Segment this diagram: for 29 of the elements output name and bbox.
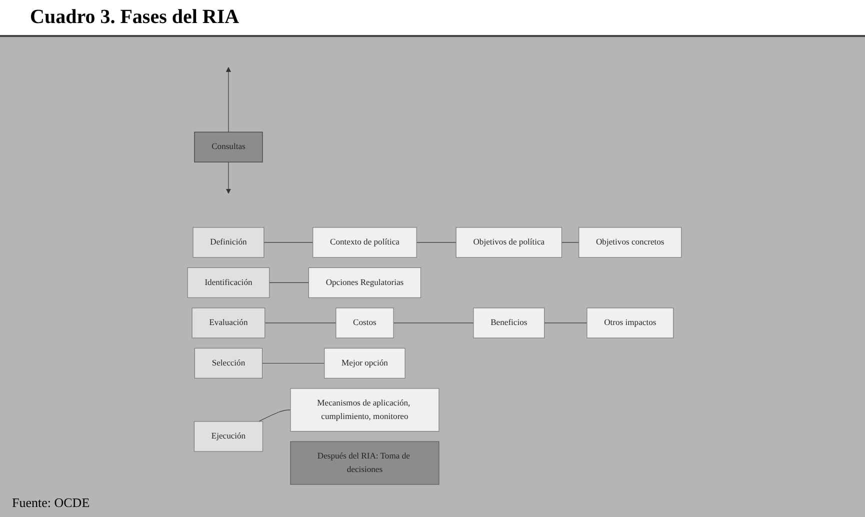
item-box: Objetivos de política [456,227,562,258]
connector-line [269,282,309,283]
source-caption: Fuente: OCDE [11,494,91,512]
item-box: Mejor opción [324,348,406,378]
arrow [226,66,231,132]
connector-line [264,322,336,324]
item-box: Costos [336,308,394,338]
connector-line [264,242,314,243]
item-box: Objetivos concretos [578,227,682,258]
connector-line [262,362,325,364]
connector-line [561,242,580,243]
phase-box: Identificación [187,267,270,298]
connector-line [393,322,474,324]
item-box: Otros impactos [586,308,674,338]
item-box: Opciones Regulatorias [308,267,422,298]
phase-box: Selección [194,348,263,378]
diagram-title: Cuadro 3. Fases del RIA [0,0,865,37]
item-box: Mecanismos de aplicación, cumplimiento, monitoreo [290,388,440,432]
phase-box: Definición [192,227,264,258]
item-box: Beneficios [473,308,545,338]
connector-line [416,242,456,243]
connector-line [544,322,588,324]
consultation-box: Consultas [194,132,263,162]
phase-box: Evaluación [192,308,266,338]
item-box: Contexto de política [312,227,417,258]
connector-line [258,410,291,422]
arrow [226,162,231,194]
phase-box: Ejecución [194,421,264,452]
decision-band: Después del RIA: Toma de decisiones [290,441,440,485]
